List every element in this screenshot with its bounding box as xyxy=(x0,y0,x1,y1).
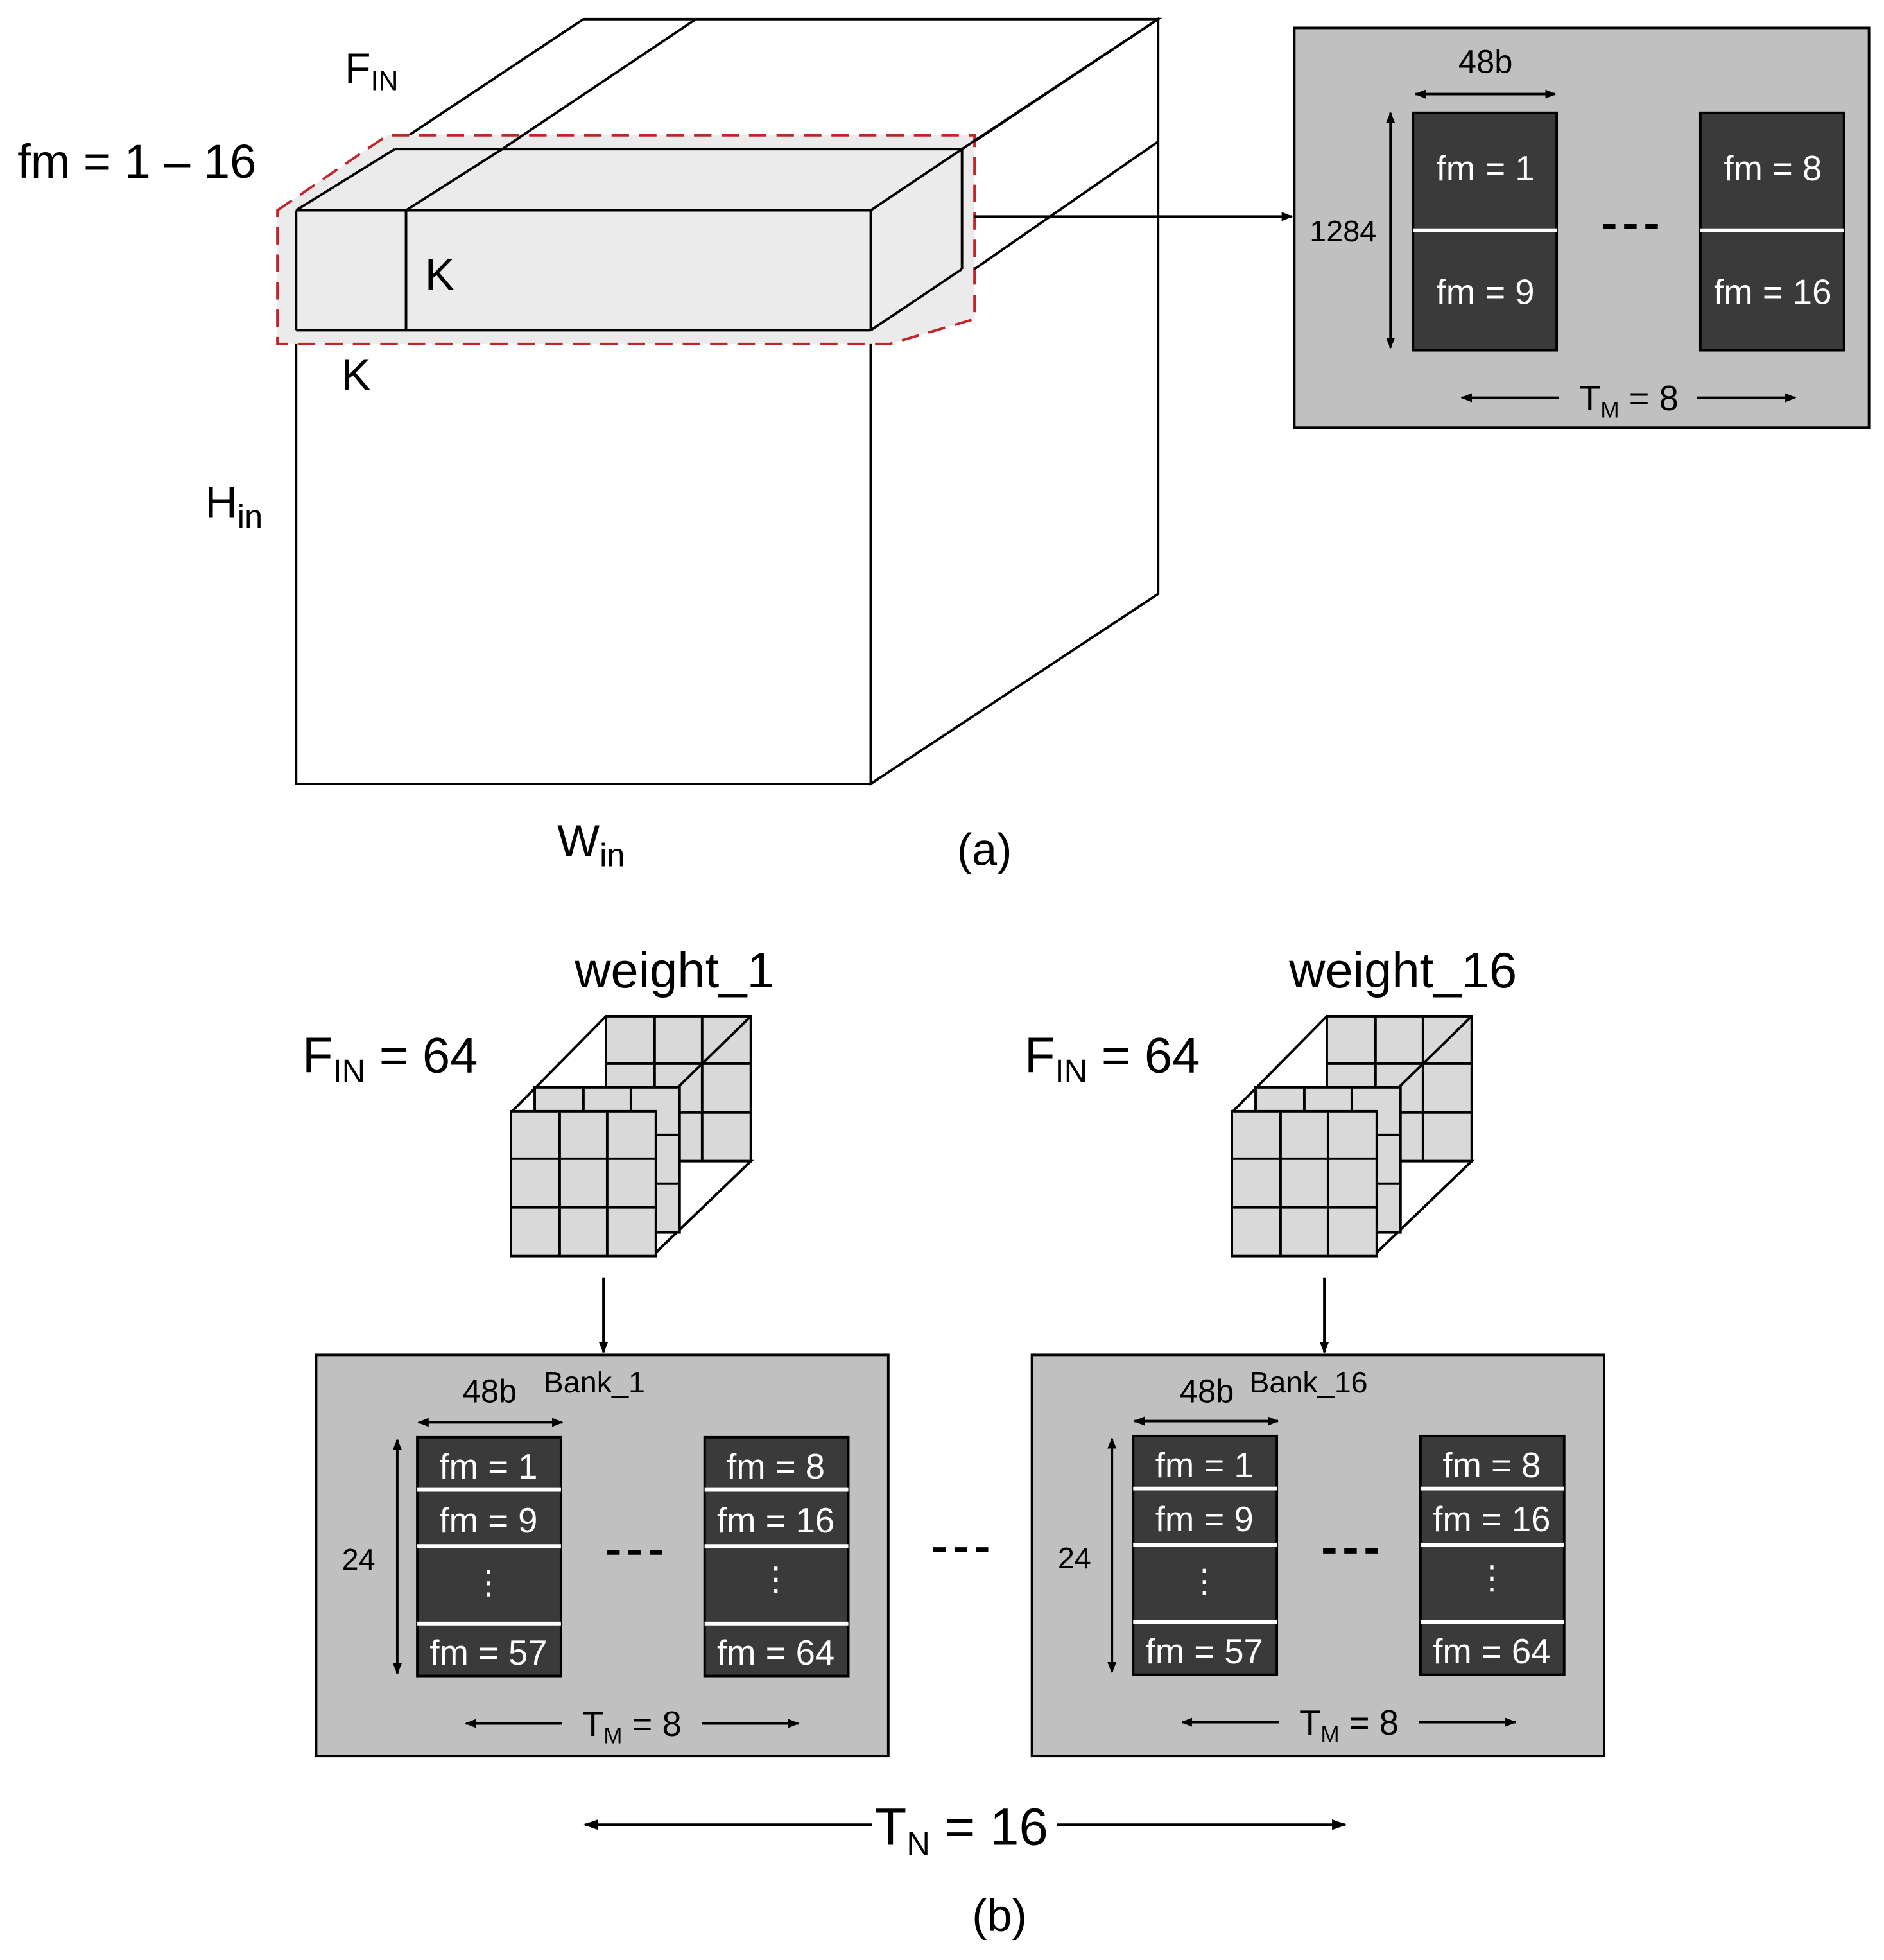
fm-cell: fm = 8 xyxy=(1724,149,1822,188)
weight-title: weight_1 xyxy=(574,943,775,998)
input-buffer-panel: 48b 1284 fm = 1 fm = 9 fm = 8 fm = 16 xyxy=(1293,26,1871,429)
hin-label: Hin xyxy=(205,477,263,535)
weight-group-1: weight_1 FIN = 64 xyxy=(302,943,775,1354)
fin-label: FIN xyxy=(345,45,398,97)
bank-16-panel: Bank_16 48b 24 fm = 1 fm = 9 ⋮ fm = 57 xyxy=(1030,1353,1605,1758)
buffer-block-left: fm = 1 fm = 9 xyxy=(1412,111,1559,352)
k-depth-label: K xyxy=(425,250,455,300)
vertical-ellipsis: ⋮ xyxy=(472,1564,505,1600)
caption-b: (b) xyxy=(972,1891,1027,1941)
part-a: FIN fm = 1 – 16 K K Hin Win (a) 48b 1284… xyxy=(17,17,1871,874)
tm-label: TM = 8 xyxy=(1579,379,1679,423)
fm-cell: fm = 16 xyxy=(717,1501,834,1540)
fm-cell: fm = 64 xyxy=(1433,1632,1550,1671)
fin-64-label: FIN = 64 xyxy=(1024,1028,1200,1090)
fm-cell: fm = 1 xyxy=(440,1447,538,1486)
part-b: weight_1 FIN = 64 xyxy=(302,943,1605,1941)
fm-cell: fm = 9 xyxy=(1437,273,1535,312)
fm-cell: fm = 1 xyxy=(1155,1446,1254,1485)
k-width-label: K xyxy=(341,350,371,400)
fm-cell: fm = 57 xyxy=(1146,1632,1263,1671)
vertical-ellipsis: ⋮ xyxy=(759,1560,792,1597)
tm-label: TM = 8 xyxy=(1299,1703,1399,1748)
fm-cell: fm = 8 xyxy=(1442,1446,1541,1485)
fm-cell: fm = 16 xyxy=(1714,273,1831,312)
bank-column-left: fm = 1 fm = 9 ⋮ fm = 57 xyxy=(416,1435,562,1678)
fm-cell: fm = 16 xyxy=(1433,1500,1550,1539)
fm-cell: fm = 8 xyxy=(727,1447,825,1486)
width-label: 48b xyxy=(1458,43,1512,80)
weight-kernel-stack xyxy=(1231,1014,1475,1258)
win-label: Win xyxy=(557,816,625,874)
vertical-ellipsis: ⋮ xyxy=(1188,1563,1221,1599)
bank-column-right: fm = 8 fm = 16 ⋮ fm = 64 xyxy=(703,1435,850,1678)
bank-column-left: fm = 1 fm = 9 ⋮ fm = 57 xyxy=(1132,1434,1279,1676)
bank-column-right: fm = 8 fm = 16 ⋮ fm = 64 xyxy=(1419,1434,1566,1676)
fm-cell: fm = 57 xyxy=(429,1633,547,1672)
depth-label: 1284 xyxy=(1309,214,1376,248)
feature-map-cube xyxy=(291,17,1162,786)
highlighted-slab xyxy=(276,18,1159,345)
fm-cell: fm = 9 xyxy=(440,1501,538,1540)
bank-name: Bank_16 xyxy=(1249,1366,1367,1399)
slab-outline xyxy=(276,134,976,345)
depth-label: 24 xyxy=(342,1543,376,1576)
depth-label: 24 xyxy=(1058,1541,1091,1575)
weight-title: weight_16 xyxy=(1288,943,1517,998)
fm-range-label: fm = 1 – 16 xyxy=(17,135,256,188)
buffer-block-right: fm = 8 fm = 16 xyxy=(1698,111,1845,352)
fin-64-label: FIN = 64 xyxy=(302,1028,478,1090)
tn-label: TN = 16 xyxy=(874,1798,1048,1862)
width-label: 48b xyxy=(463,1373,517,1409)
vertical-ellipsis: ⋮ xyxy=(1476,1559,1508,1595)
fm-cell: fm = 1 xyxy=(1437,149,1535,188)
width-label: 48b xyxy=(1180,1373,1234,1409)
bank-1-panel: Bank_1 48b 24 fm = 1 fm = 9 ⋮ fm = 57 xyxy=(315,1353,890,1758)
tm-label: TM = 8 xyxy=(582,1704,682,1749)
fm-cell: fm = 9 xyxy=(1155,1500,1254,1539)
caption-a: (a) xyxy=(957,824,1012,874)
bank-name: Bank_1 xyxy=(544,1366,645,1399)
fm-cell: fm = 64 xyxy=(717,1633,834,1672)
weight-group-16: weight_16 FIN = 64 xyxy=(1024,943,1517,1354)
weight-kernel-stack xyxy=(510,1014,754,1258)
